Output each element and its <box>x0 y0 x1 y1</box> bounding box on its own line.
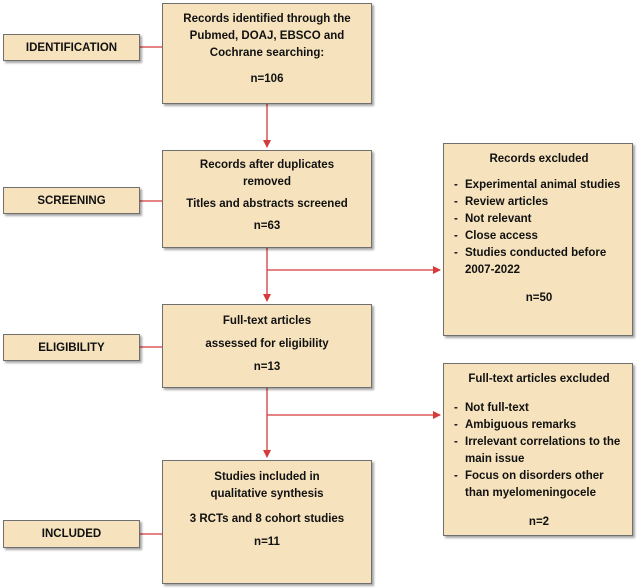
fulltext-count: n=13 <box>253 361 281 373</box>
fulltext-excluded-count: n=2 <box>528 516 550 528</box>
fulltext-excluded-list: Not full-text Ambiguous remarks Irreleva… <box>454 400 624 502</box>
identified-line-1: Records identified through the <box>183 13 351 25</box>
list-item: Not full-text <box>454 400 624 417</box>
list-item: Not relevant <box>454 211 624 228</box>
included-line-2: qualitative synthesis <box>210 488 324 500</box>
included-line-1: Studies included in <box>214 471 320 483</box>
list-item: Review articles <box>454 194 624 211</box>
screened-line-2: removed <box>243 176 291 188</box>
fulltext-line-2: assessed for eligibility <box>205 338 329 350</box>
records-excluded-box: Records excluded Experimental animal stu… <box>443 143 633 336</box>
stage-identification: IDENTIFICATION <box>3 34 140 61</box>
included-line-3: 3 RCTs and 8 cohort studies <box>189 513 345 525</box>
stage-screening-label: SCREENING <box>37 194 106 207</box>
fulltext-line-1: Full-text articles <box>222 315 312 327</box>
records-excluded-title: Records excluded <box>489 153 589 165</box>
list-item: Irrelevant correlations to the main issu… <box>454 434 624 468</box>
list-item: Close access <box>454 228 624 245</box>
fulltext-excluded-box: Full-text articles excluded Not full-tex… <box>443 363 633 536</box>
stage-eligibility-label: ELIGIBILITY <box>38 341 105 354</box>
stage-eligibility: ELIGIBILITY <box>3 334 140 361</box>
included-count: n=11 <box>254 536 280 548</box>
identified-count: n=106 <box>250 73 284 85</box>
records-excluded-count: n=50 <box>525 292 553 304</box>
identified-box: Records identified through the Pubmed, D… <box>162 3 372 104</box>
included-box: Studies included in qualitative synthesi… <box>162 460 372 584</box>
screened-line-3: Titles and abstracts screened <box>186 198 348 210</box>
stage-included-label: INCLUDED <box>41 528 102 540</box>
screened-box: Records after duplicates removed Titles … <box>162 150 372 248</box>
identified-line-2: Pubmed, DOAJ, EBSCO and <box>189 30 345 42</box>
stage-included: INCLUDED <box>3 520 140 548</box>
stage-screening: SCREENING <box>3 187 140 214</box>
fulltext-box: Full-text articles assessed for eligibil… <box>162 304 372 388</box>
list-item: Experimental animal studies <box>454 177 624 194</box>
stage-identification-label: IDENTIFICATION <box>25 41 118 54</box>
identified-line-3: Cochrane searching: <box>209 47 325 59</box>
screened-count: n=63 <box>253 220 281 232</box>
list-item: Ambiguous remarks <box>454 417 624 434</box>
fulltext-excluded-title: Full-text articles excluded <box>468 373 610 385</box>
list-item: Studies conducted before 2007-2022 <box>454 245 624 279</box>
screened-line-1: Records after duplicates <box>199 159 335 171</box>
records-excluded-list: Experimental animal studies Review artic… <box>454 177 624 279</box>
list-item: Focus on disorders other than myelomenin… <box>454 468 624 502</box>
